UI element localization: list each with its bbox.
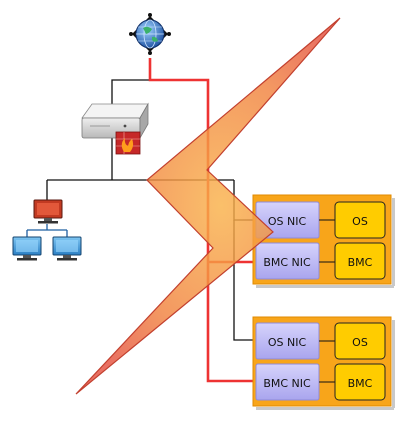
bmc-box: BMC: [334, 242, 386, 280]
server-panel-1: OS NIC BMC NIC OS BMC: [252, 194, 395, 288]
server-panel-2: OS NIC BMC NIC OS BMC: [252, 316, 395, 410]
os-nic-label: OS NIC: [268, 336, 307, 349]
lightning-bolt-icon: [75, 17, 341, 395]
os-nic-box: OS NIC: [255, 201, 320, 239]
os-nic-label: OS NIC: [268, 215, 307, 228]
workstation-network-icon: [12, 199, 82, 261]
os-label: OS: [352, 336, 368, 349]
os-label: OS: [352, 215, 368, 228]
os-box: OS: [334, 201, 386, 239]
bmc-nic-box: BMC NIC: [255, 363, 320, 401]
firewall-server-icon: [81, 102, 149, 155]
bmc-box: BMC: [334, 363, 386, 401]
bmc-nic-box: BMC NIC: [255, 242, 320, 280]
bmc-label: BMC: [348, 377, 373, 390]
bmc-nic-label: BMC NIC: [263, 256, 311, 269]
bmc-nic-label: BMC NIC: [263, 377, 311, 390]
bmc-label: BMC: [348, 256, 373, 269]
globe-icon: [129, 13, 171, 55]
os-nic-box: OS NIC: [255, 322, 320, 360]
os-box: OS: [334, 322, 386, 360]
